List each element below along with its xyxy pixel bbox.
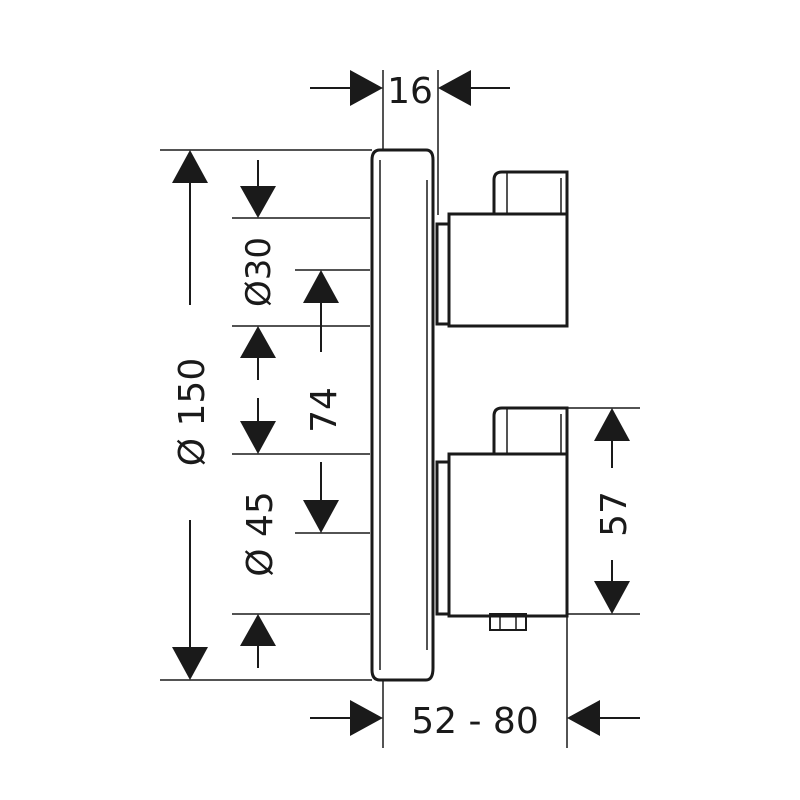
lower-knob-height-label: 57 [594, 491, 635, 537]
plate-diameter-label: Ø 150 [172, 358, 213, 467]
dim-center-distance: 74 [295, 269, 370, 534]
dim-bottom-range: 52 - 80 [310, 616, 640, 748]
top-width-label: 16 [387, 71, 433, 112]
dim-upper-knob-diameter: Ø30 [232, 160, 370, 380]
lower-knob [435, 406, 569, 631]
bottom-range-label: 52 - 80 [411, 701, 539, 742]
dim-plate-diameter: Ø 150 [160, 149, 372, 681]
upper-knob-diameter-label: Ø30 [239, 237, 279, 307]
upper-knob [435, 170, 569, 328]
lower-knob-diameter-label: Ø 45 [240, 491, 281, 577]
dim-top-width: 16 [310, 70, 510, 215]
dim-lower-knob-diameter: Ø 45 [232, 398, 370, 668]
dim-lower-knob-height: 57 [567, 407, 640, 615]
wall-plate [370, 148, 435, 682]
center-distance-label: 74 [304, 387, 345, 433]
